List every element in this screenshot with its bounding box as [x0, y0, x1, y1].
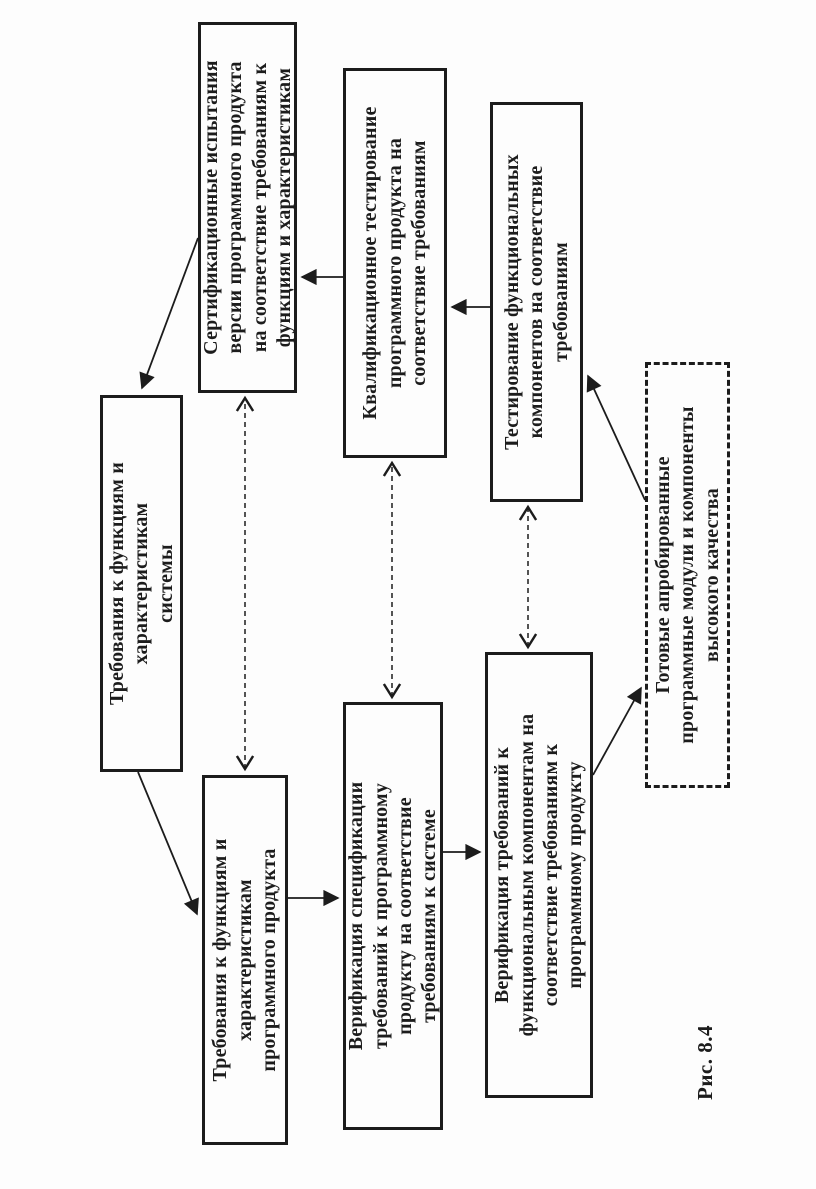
arrow-ready-modules-to-component-testing	[586, 374, 646, 501]
node-certification-tests: Сертификационные испытания версии програ…	[198, 22, 297, 393]
node-product-requirements: Требования к функциям и характеристикам …	[202, 775, 288, 1145]
arrow-component-verification-to-ready-modules	[592, 686, 642, 776]
arrow-certification-to-system-requirements	[139, 237, 199, 390]
node-component-testing: Тестирование функциональных компонентов …	[490, 102, 583, 502]
node-component-requirements-verification: Верификация требований к функциональным …	[485, 652, 593, 1098]
arrow-system-to-product-requirements	[137, 771, 199, 916]
node-qualification-testing: Квалификационное тестирование программно…	[343, 68, 447, 458]
node-system-requirements: Требования к функциям и характеристикам …	[100, 395, 183, 772]
node-ready-modules: Готовые апробированные программные модул…	[645, 362, 730, 788]
figure-caption: Рис. 8.4	[693, 1025, 717, 1100]
node-spec-verification: Верификация спецификации требований к пр…	[343, 702, 443, 1130]
